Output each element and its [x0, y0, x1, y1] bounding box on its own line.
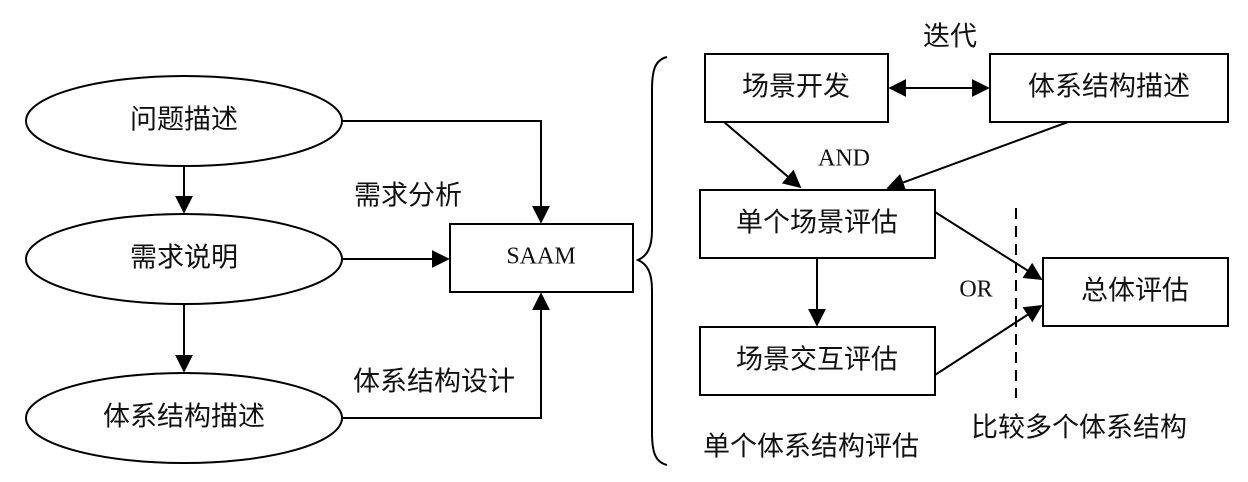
requirements-analysis-label: 需求分析 [354, 181, 462, 212]
arch-description-node: 体系结构描述 [989, 53, 1229, 123]
scenario-interaction-eval-node: 场景交互评估 [699, 326, 936, 396]
arrow-arch-desc-to-single-eval [886, 121, 1069, 191]
iteration-label: 迭代 [923, 22, 977, 53]
arrow-single-to-overall [934, 211, 1043, 280]
arrow-problem-to-saam [342, 120, 550, 224]
problem-description-node: 问题描述 [25, 75, 343, 167]
curly-brace [635, 56, 668, 466]
saam-node: SAAM [449, 223, 634, 293]
architecture-description-node: 体系结构描述 [25, 372, 343, 464]
arrow-architecture-to-saam [342, 292, 550, 419]
scenario-interaction-eval-label: 场景交互评估 [736, 345, 898, 376]
single-architecture-caption: 单个体系结构评估 [703, 432, 919, 463]
problem-description-label: 问题描述 [130, 105, 238, 136]
single-scenario-eval-node: 单个场景评估 [699, 189, 936, 259]
scenario-development-label: 场景开发 [742, 72, 850, 103]
or-label: OR [959, 277, 992, 303]
arrow-interaction-to-overall [934, 305, 1043, 376]
scenario-development-node: 场景开发 [704, 53, 889, 123]
arch-description-label: 体系结构描述 [1028, 72, 1190, 103]
requirements-spec-label: 需求说明 [130, 243, 238, 274]
overall-eval-label: 总体评估 [1081, 276, 1189, 307]
saam-label: SAAM [506, 244, 575, 270]
arrow-scenario-to-single-eval [723, 121, 802, 189]
overall-eval-node: 总体评估 [1042, 257, 1229, 327]
architecture-design-label: 体系结构设计 [353, 367, 515, 398]
single-scenario-eval-label: 单个场景评估 [736, 208, 898, 239]
and-label: AND [818, 146, 870, 172]
compare-architectures-caption: 比较多个体系结构 [971, 413, 1187, 444]
requirements-spec-node: 需求说明 [25, 213, 343, 305]
architecture-description-label: 体系结构描述 [103, 402, 265, 433]
